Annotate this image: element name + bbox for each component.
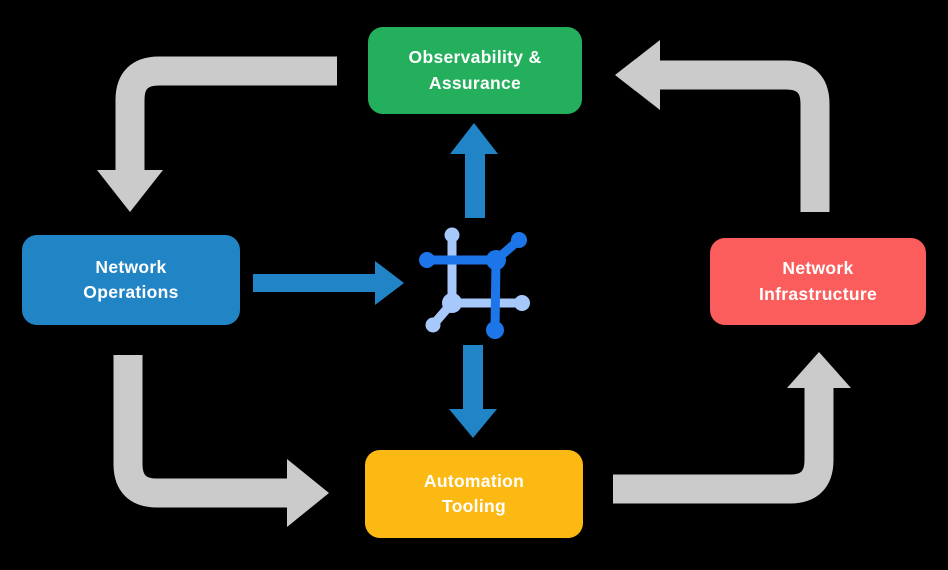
arrow-automation-to-infrastructure <box>613 352 851 504</box>
node-label: Automation Tooling <box>424 469 524 520</box>
arrow-operations-to-center <box>253 261 404 305</box>
arrowhead-down-icon <box>97 170 163 212</box>
arrowhead-right-icon <box>375 261 404 305</box>
node-label-line: Tooling <box>442 496 506 516</box>
node-label-line: Network <box>95 256 167 277</box>
arrow-shaft <box>463 345 483 411</box>
node-label-line: Assurance <box>428 72 522 93</box>
arrow-shaft <box>115 56 337 171</box>
node-label-line: Operations <box>83 282 179 302</box>
node-label-line: Automation <box>423 470 525 491</box>
node-network-operations: Network Operations <box>22 235 240 325</box>
node-label-line: Network <box>782 258 854 279</box>
node-automation-tooling: Automation Tooling <box>365 450 583 538</box>
node-label: Observability & Assurance <box>409 45 542 96</box>
arrow-infrastructure-to-observability <box>615 40 830 212</box>
icon-dark-branches <box>419 232 527 339</box>
arrowhead-left-icon <box>615 40 660 110</box>
arrowhead-up-icon <box>787 352 851 388</box>
arrow-shaft <box>113 355 288 508</box>
arrowhead-down-icon <box>449 409 497 438</box>
arrow-shaft <box>613 388 834 504</box>
node-label-line: Infrastructure <box>759 283 877 304</box>
node-label-line: Observability & <box>408 47 542 68</box>
node-label: Network Operations <box>83 255 178 306</box>
node-network-infrastructure: Network Infrastructure <box>710 238 926 325</box>
network-automation-icon <box>419 227 530 339</box>
arrow-shaft <box>465 152 485 218</box>
arrow-center-to-observability <box>450 123 498 218</box>
arrow-center-to-automation <box>449 345 497 438</box>
arrow-observability-to-operations <box>97 56 337 212</box>
arrowhead-up-icon <box>450 123 498 154</box>
node-observability-assurance: Observability & Assurance <box>368 27 582 114</box>
icon-light-branches <box>425 227 530 333</box>
arrow-operations-to-automation <box>113 355 329 527</box>
arrowhead-right-icon <box>287 459 329 527</box>
arrow-shaft <box>660 60 830 212</box>
arrow-shaft <box>253 274 376 292</box>
node-label: Network Infrastructure <box>759 256 877 307</box>
